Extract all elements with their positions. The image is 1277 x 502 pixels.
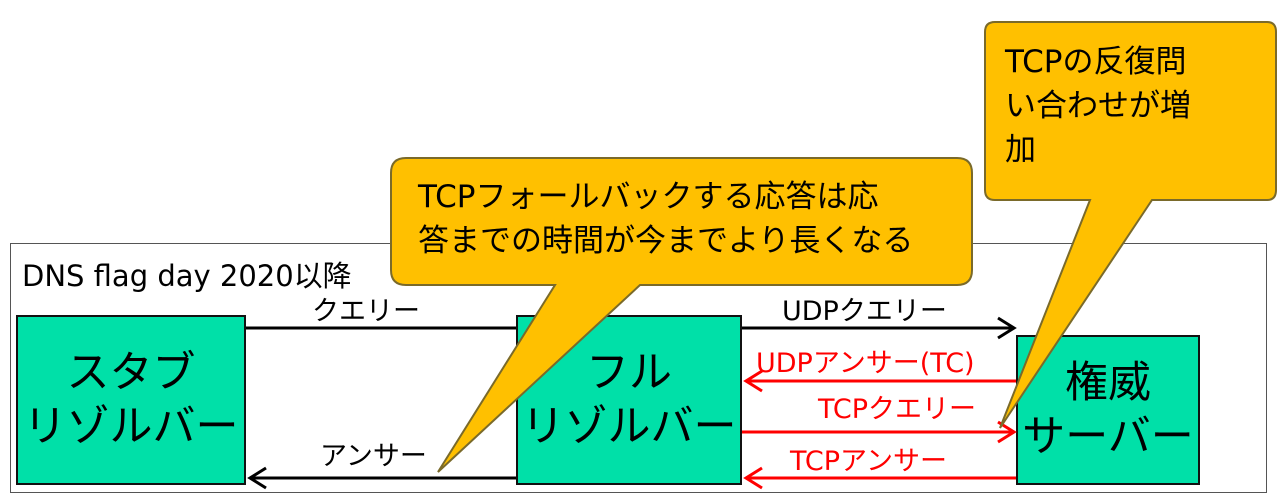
callout-right-bubble (984, 21, 1277, 429)
callout-left-text: TCPフォールバックする応答は応 答までの時間が今までより長くなる (418, 175, 913, 263)
authoritative-server-label-line2: サーバー (1022, 412, 1194, 462)
udp-answer-tc-arrow (743, 369, 1016, 393)
stub-resolver-box: スタブ リゾルバー (16, 315, 246, 485)
authoritative-server-label-line1: 権威 (1065, 358, 1151, 408)
query-label: クエリー (312, 296, 420, 327)
callout-left-line2: 答までの時間が今までより長くなる (418, 223, 914, 259)
callout-right-text: TCPの反復問 い合わせが増 加 (1005, 40, 1191, 172)
callout-right-line1: TCPの反復問 (1005, 44, 1187, 80)
tcp-query-label: TCPクエリー (818, 394, 977, 425)
udp-query-arrow (742, 316, 1017, 340)
udp-query-label: UDPクエリー (782, 296, 947, 327)
callout-left-line1: TCPフォールバックする応答は応 (418, 179, 879, 215)
authoritative-server-box: 権威 サーバー (1016, 335, 1200, 485)
stub-resolver-label-line1: スタブ (66, 348, 196, 398)
full-resolver-label-line2: リゾルバー (521, 402, 737, 452)
callout-right-line3: 加 (1005, 132, 1036, 168)
stub-resolver-label-line2: リゾルバー (23, 402, 239, 452)
tcp-answer-arrow (743, 466, 1016, 490)
tcp-query-arrow (742, 420, 1017, 444)
tcp-answer-label: TCPアンサー (790, 446, 947, 477)
callout-left-bubble (390, 157, 973, 473)
answer-label: アンサー (320, 441, 427, 472)
answer-arrow (247, 466, 516, 490)
frame-title: DNS flag day 2020以降 (22, 259, 352, 293)
callout-right-line2: い合わせが増 (1005, 88, 1191, 124)
full-resolver-label-line1: フル (586, 348, 672, 398)
udp-answer-tc-label: UDPアンサー(TC) (756, 348, 975, 379)
